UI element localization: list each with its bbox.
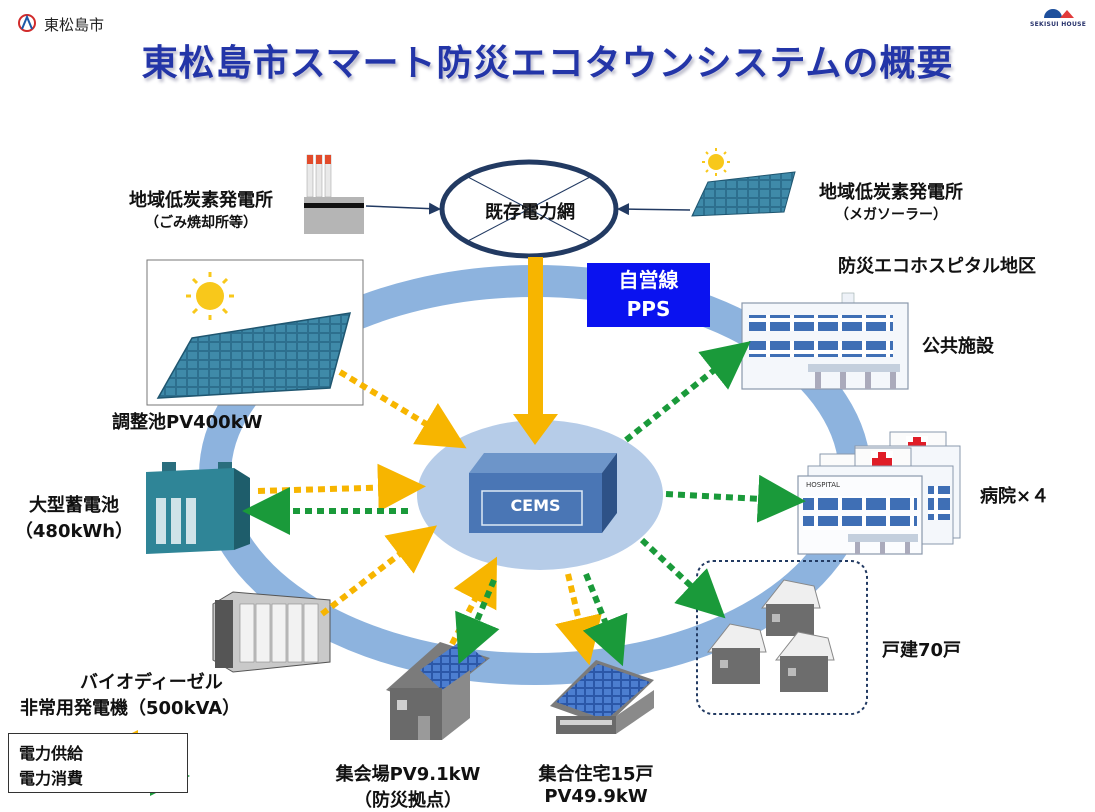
apartment-consume-arrow bbox=[582, 572, 628, 667]
hospital-consume-arrow bbox=[665, 474, 806, 523]
pps-line1: 自営線 bbox=[618, 268, 679, 292]
pps-box: 自営線 PPS bbox=[587, 263, 710, 327]
incinerator-sublabel: （ごみ焼却所等） bbox=[145, 215, 257, 231]
battery-supply-arrow bbox=[257, 463, 426, 512]
megasolar-label-group: 地域低炭素発電所 （メガソーラー） bbox=[800, 178, 982, 224]
apartment-label-group: 集合住宅15戸 PV49.9kW bbox=[516, 760, 676, 807]
incinerator-label: 地域低炭素発電所 bbox=[129, 190, 273, 211]
battery-label: 大型蓄電池 bbox=[29, 495, 119, 516]
page-title: 東松島市スマート防災エコタウンシステムの概要 bbox=[141, 43, 954, 84]
apartment-label: 集合住宅15戸 bbox=[538, 764, 654, 785]
houses-consume-arrow bbox=[639, 537, 726, 619]
pps-line2: PPS bbox=[626, 297, 671, 321]
hospital-label: 病院×４ bbox=[980, 486, 1050, 507]
generator-icon bbox=[212, 591, 331, 673]
public-facility-label: 公共施設 bbox=[922, 336, 994, 357]
city-name: 東松島市 bbox=[44, 16, 105, 34]
hall-sublabel: （防災拠点） bbox=[354, 790, 462, 811]
hospital-sign: HOSPITAL bbox=[806, 481, 840, 489]
megasolar-sublabel: （メガソーラー） bbox=[835, 207, 947, 223]
hospital-icon bbox=[797, 431, 961, 555]
legend-supply-label: 電力供給 bbox=[19, 744, 84, 763]
apartment-icon bbox=[550, 660, 654, 734]
hall-label: 集会場PV9.1kW bbox=[335, 764, 481, 785]
public-consume-arrow bbox=[624, 341, 751, 443]
existing-grid-node bbox=[439, 159, 619, 259]
hall-label-group: 集会場PV9.1kW （防災拠点） bbox=[320, 760, 496, 812]
generator-label: バイオディーゼル bbox=[80, 672, 223, 693]
grid-to-cems-arrow bbox=[513, 257, 558, 445]
battery-label-group: 大型蓄電池 （480kWh） bbox=[10, 491, 138, 543]
cems-label: CEMS bbox=[510, 496, 561, 515]
district-label: 防災エコホスピタル地区 bbox=[838, 256, 1036, 277]
pondpv-supply-arrow bbox=[338, 369, 467, 449]
houses-label: 戸建70戸 bbox=[882, 640, 962, 661]
generator-sublabel: 非常用発電機（500kVA） bbox=[20, 698, 241, 719]
megasolar-to-grid-arrow bbox=[617, 203, 691, 216]
legend-consume-label: 電力消費 bbox=[19, 769, 84, 788]
generator-supply-arrow bbox=[320, 525, 438, 617]
pond-pv-label: 調整池PV400kW bbox=[112, 412, 263, 433]
incinerator-label-group: 地域低炭素発電所 （ごみ焼却所等） bbox=[110, 186, 292, 232]
city-logo-icon bbox=[18, 14, 36, 32]
grid-label: 既存電力網 bbox=[485, 202, 575, 223]
battery-icon bbox=[146, 462, 250, 554]
apartment-supply-arrow bbox=[555, 573, 602, 666]
hall-supply-arrow bbox=[449, 556, 497, 646]
generator-label-group: バイオディーゼル 非常用発電機（500kVA） bbox=[20, 668, 260, 720]
battery-sublabel: （480kWh） bbox=[14, 521, 134, 542]
sekisui-logo bbox=[1044, 9, 1074, 18]
legend: 電力供給 電力消費 bbox=[8, 733, 188, 793]
incinerator-icon bbox=[304, 154, 364, 234]
houses-boundary bbox=[696, 560, 868, 715]
pond-pv-image bbox=[146, 259, 364, 406]
houses-icon bbox=[706, 579, 835, 692]
mega-solar-icon bbox=[691, 148, 796, 217]
incinerator-to-grid-arrow bbox=[365, 202, 441, 215]
megasolar-label: 地域低炭素発電所 bbox=[819, 182, 963, 203]
cems-box-icon bbox=[469, 453, 617, 533]
public-facility-icon bbox=[741, 292, 909, 390]
sekisui-logo-text: SEKISUI HOUSE bbox=[1030, 21, 1087, 28]
apartment-sublabel: PV49.9kW bbox=[544, 786, 648, 807]
